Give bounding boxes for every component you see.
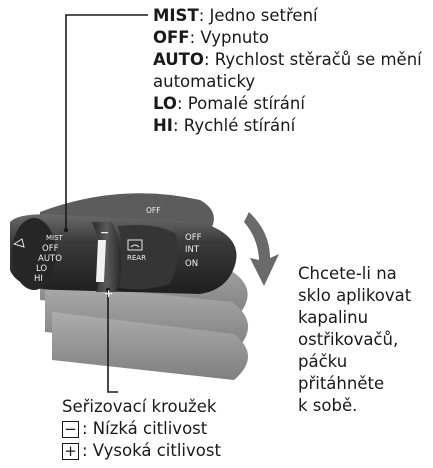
stalk-label-plus: + [104, 287, 113, 300]
stalk-label-minus: − [100, 226, 109, 239]
note-line: přitáhněte [298, 373, 430, 395]
adjustment-ring-caption: Seřizovací kroužek −: Nízká citlivost +:… [62, 396, 322, 462]
legend-text: : Vysoká citlivost [82, 440, 221, 462]
note-line: sklo aplikovat [298, 285, 430, 307]
stalk-label-off: OFF [42, 244, 59, 254]
wiper-mode-list: MIST: Jedno setření OFF: Vypnuto AUTO: R… [153, 5, 428, 137]
stalk-label-auto: AUTO [38, 254, 62, 264]
note-line: páčku [298, 351, 430, 373]
mode-lo: LO: Pomalé stírání [153, 93, 428, 115]
mode-key: HI [153, 116, 173, 135]
mode-auto: AUTO: Rychlost stěračů se mění [153, 49, 428, 71]
ring-title: Seřizovací kroužek [62, 396, 322, 418]
mode-desc: : Vypnuto [190, 28, 269, 47]
stalk-label-on: ON [185, 259, 198, 269]
note-line: kapalinu [298, 307, 430, 329]
mode-auto-cont: automaticky [153, 71, 428, 93]
mode-key: MIST [153, 6, 199, 25]
mode-hi: HI: Rychlé stírání [153, 115, 428, 137]
minus-box-icon: − [62, 421, 79, 438]
mode-desc: automaticky [153, 72, 255, 91]
mode-off: OFF: Vypnuto [153, 27, 428, 49]
legend-high-sensitivity: +: Vysoká citlivost [62, 440, 322, 462]
plus-box-icon: + [62, 443, 79, 460]
stalk-label-lo: LO [36, 264, 47, 274]
mode-key: AUTO [153, 50, 204, 69]
stalk-label-hi: HI [34, 274, 43, 284]
note-line: Chcete-li na [298, 263, 430, 285]
stalk-label-int: INT [185, 245, 200, 255]
stalk-label-off-right: OFF [185, 233, 202, 243]
mode-desc: : Pomalé stírání [177, 94, 305, 113]
legend-text: : Nízká citlivost [82, 418, 207, 440]
mode-mist: MIST: Jedno setření [153, 5, 428, 27]
mode-desc: : Rychlé stírání [173, 116, 295, 135]
mode-key: OFF [153, 28, 190, 47]
stalk-label-mist: MIST [46, 234, 64, 242]
note-line: ostřikovačů, [298, 329, 430, 351]
mode-desc: : Rychlost stěračů se mění [204, 50, 422, 69]
rotation-arrow-icon [244, 212, 279, 286]
mode-key: LO [153, 94, 177, 113]
stalk-label-off-top: OFF [146, 206, 161, 215]
mode-desc: : Jedno setření [199, 6, 318, 25]
washer-instruction: Chcete-li na sklo aplikovat kapalinu ost… [298, 263, 430, 417]
stalk-label-rear: REAR [127, 254, 146, 262]
legend-low-sensitivity: −: Nízká citlivost [62, 418, 322, 440]
